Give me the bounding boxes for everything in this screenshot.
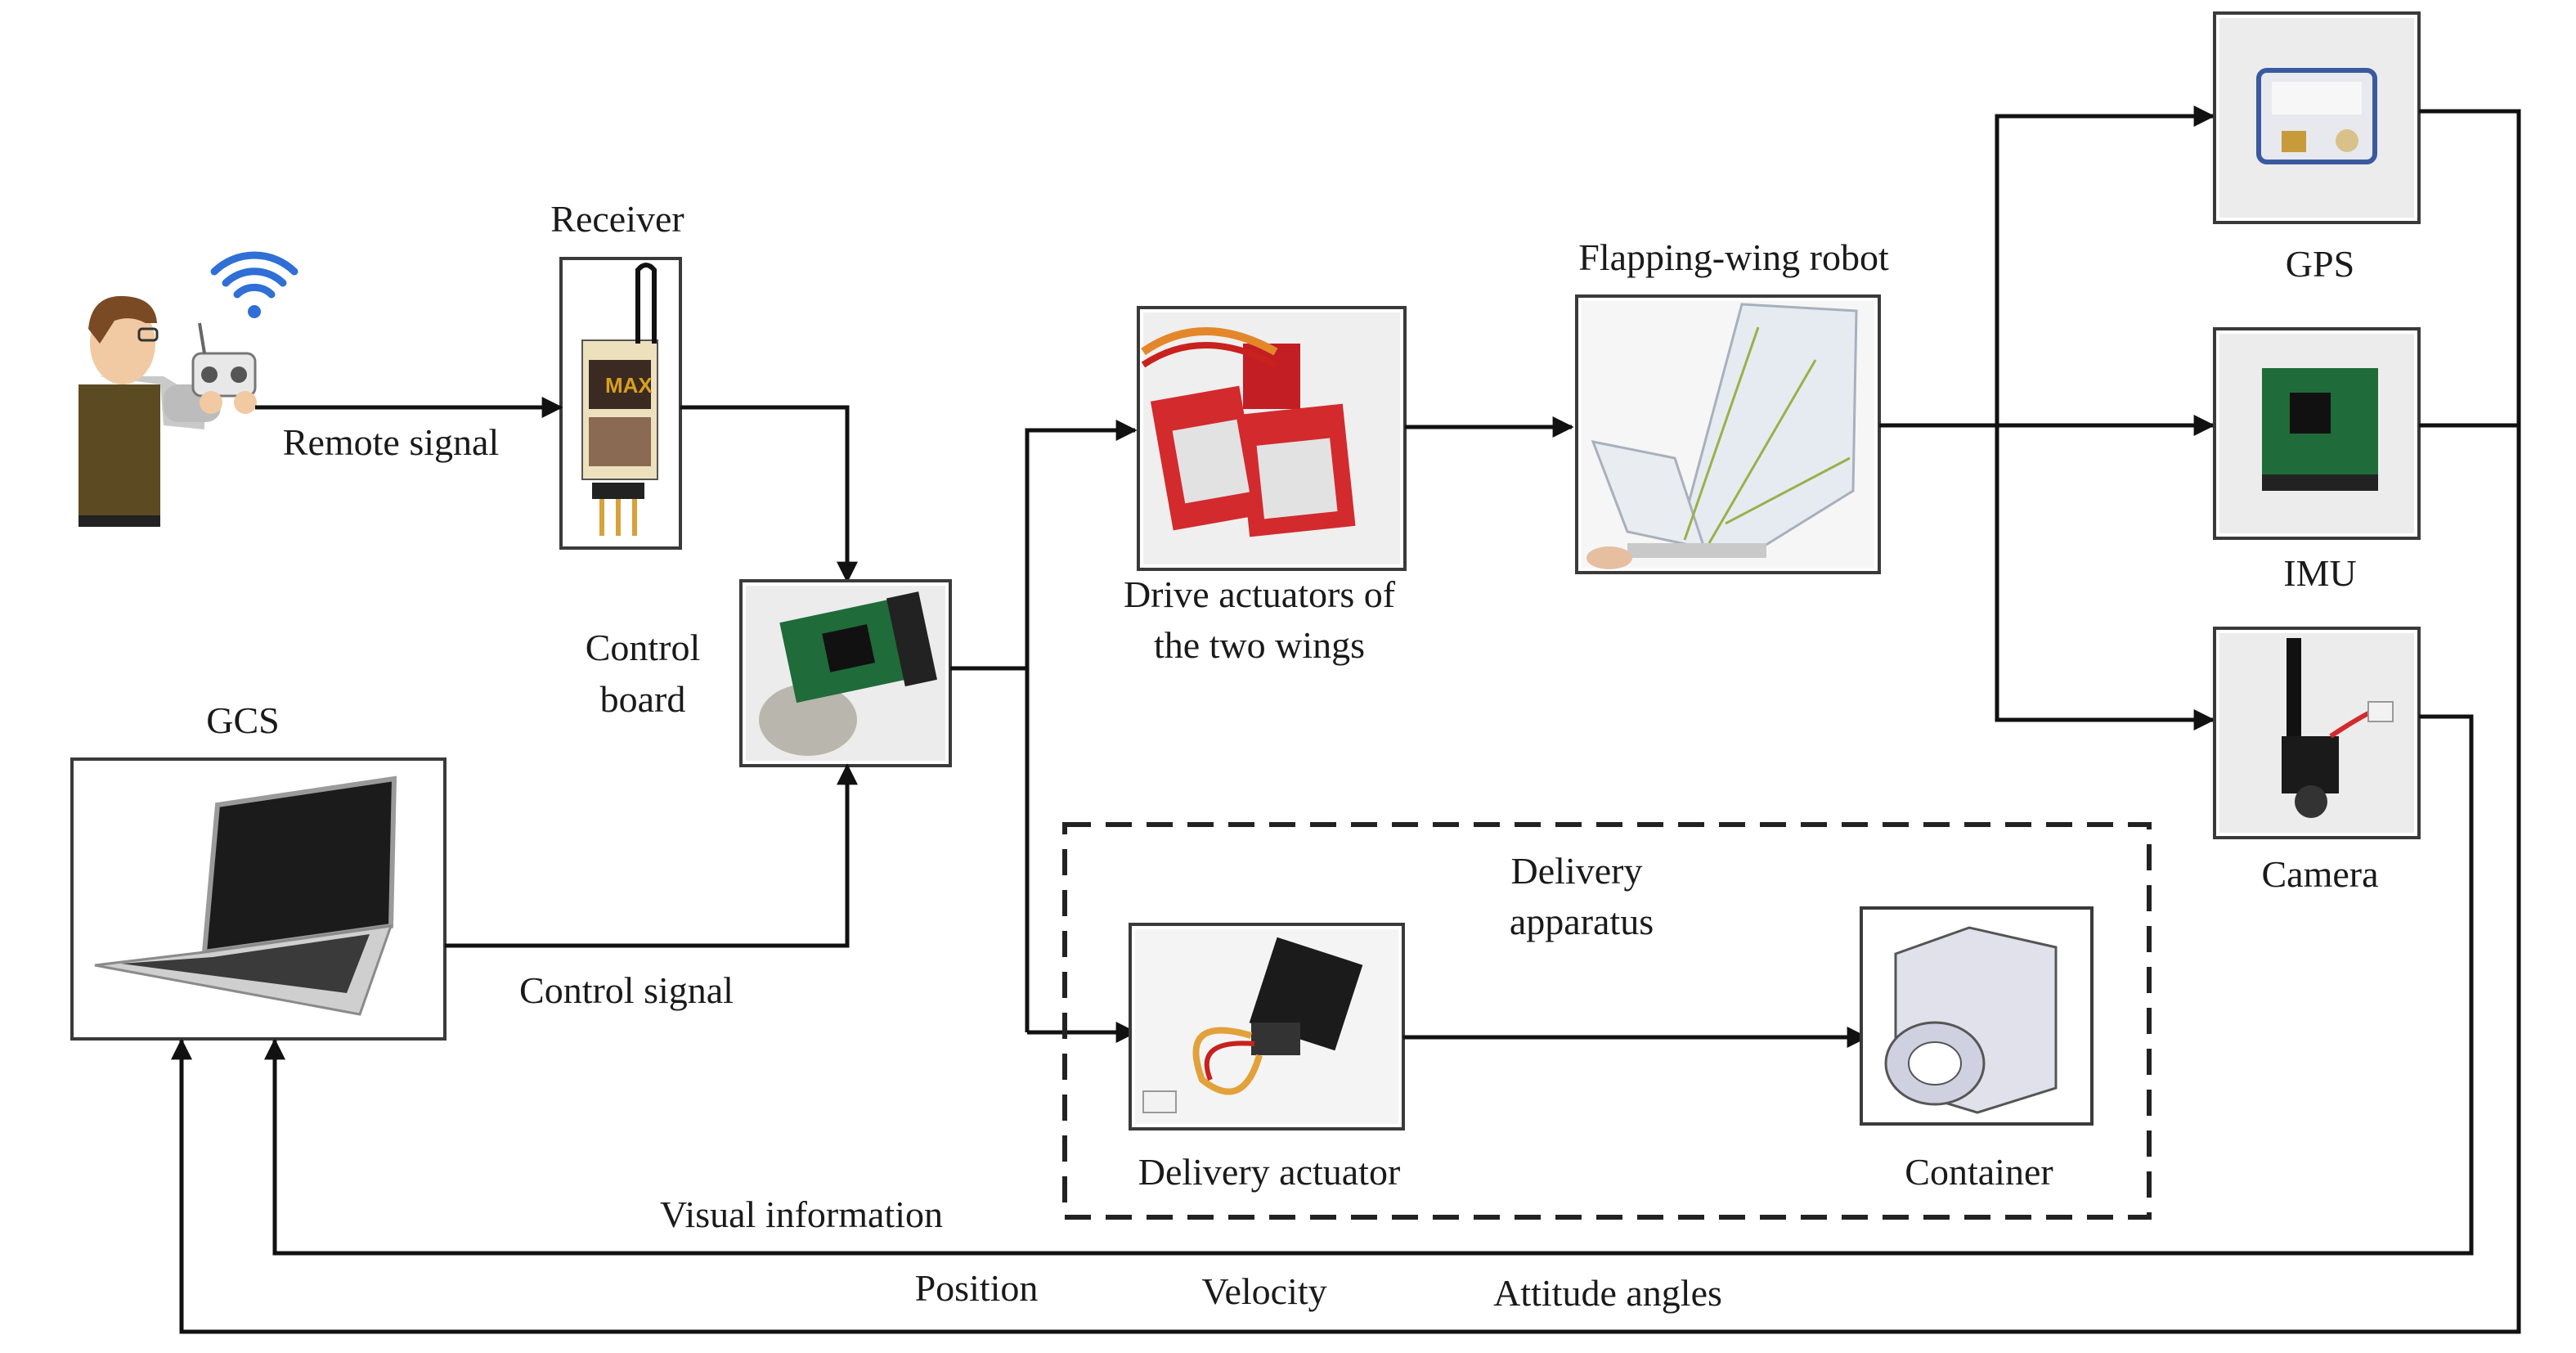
- wifi-signal-icon: [210, 251, 298, 318]
- delivery-apparatus-label-line2: apparatus: [1510, 901, 1654, 942]
- drive-actuators-node: [1137, 306, 1407, 571]
- flapping-wing-robot-node: [1575, 294, 1881, 574]
- delivery-apparatus-boundary: [1062, 822, 2152, 1220]
- svg-text:MAX: MAX: [605, 373, 653, 398]
- gcs-node: [70, 757, 447, 1041]
- velocity-label: Velocity: [1201, 1270, 1326, 1312]
- drive-actuators-label-line2: the two wings: [1154, 624, 1365, 666]
- imu-node: [2213, 327, 2421, 540]
- receiver-node: MAX: [559, 257, 682, 550]
- gcs-to-board-arrow: [445, 763, 858, 948]
- robot-to-camera-arrow: [1995, 425, 2215, 730]
- container-node: [1860, 906, 2094, 1126]
- remote-signal-label: Remote signal: [283, 421, 499, 463]
- drive-actuators-label-line1: Drive actuators of: [1124, 573, 1396, 615]
- position-velocity-attitude-feedback-arrow: [171, 109, 2521, 1334]
- visual-information-label: Visual information: [660, 1193, 943, 1235]
- camera-node: [2213, 627, 2421, 839]
- gcs-label: GCS: [206, 699, 279, 741]
- receiver-to-board-arrow: [680, 405, 858, 583]
- receiver-label: Receiver: [550, 198, 684, 240]
- operator-icon: [79, 251, 298, 527]
- delivery-actuator-label: Delivery actuator: [1138, 1151, 1401, 1193]
- control-board-label-line2: board: [600, 678, 686, 720]
- imu-label: IMU: [2283, 552, 2356, 594]
- control-board-label-line1: Control: [586, 627, 701, 668]
- board-to-drive-actuators-arrow: [1025, 420, 1138, 1032]
- control-board-node: [739, 579, 952, 767]
- visual-information-feedback-arrow: [264, 714, 2474, 1256]
- robot-to-gps-arrow: [1995, 106, 2215, 425]
- control-signal-label: Control signal: [519, 969, 734, 1011]
- camera-label: Camera: [2261, 853, 2378, 895]
- delivery-apparatus-label-line1: Delivery: [1511, 850, 1643, 892]
- gps-node: [2213, 11, 2421, 224]
- position-label: Position: [915, 1267, 1039, 1309]
- container-label: Container: [1905, 1151, 2053, 1193]
- flapping-wing-robot-label: Flapping-wing robot: [1578, 236, 1889, 278]
- attitude-angles-label: Attitude angles: [1493, 1272, 1722, 1314]
- gps-label: GPS: [2286, 243, 2354, 285]
- delivery-actuator-node: [1129, 923, 1405, 1130]
